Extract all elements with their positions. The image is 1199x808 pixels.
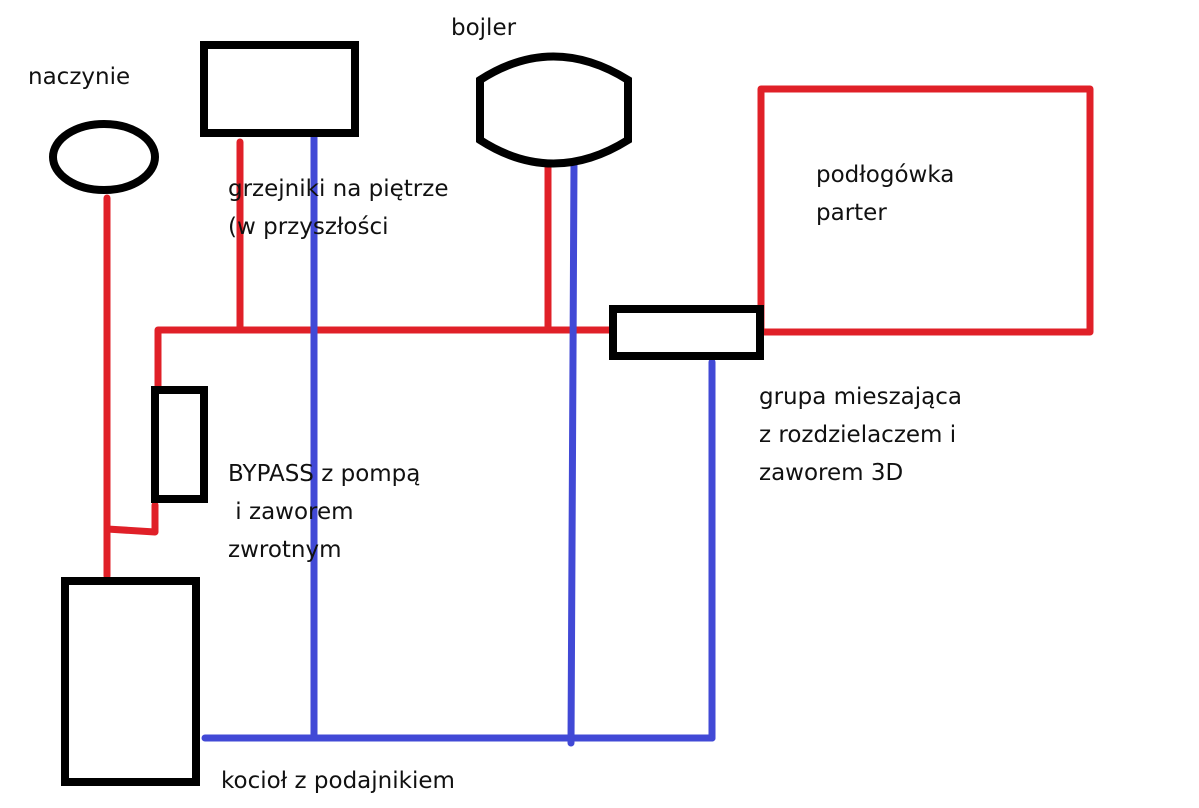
podlogowka-loop: [757, 85, 1094, 336]
supply-pipes: [103, 85, 1094, 580]
bypass-box: [151, 386, 208, 503]
bojler-tank: [476, 52, 632, 168]
label-podlogowka-line1: podłogówka: [816, 162, 955, 188]
label-kociol: kocioł z podajnikiem: [221, 768, 455, 794]
label-podlogowka-line2: parter: [816, 200, 887, 226]
label-bypass: BYPASS z pompą i zaworem zwrotnym: [228, 455, 420, 569]
supply-pipe-bypass-connector: [103, 501, 159, 536]
label-grupa-line3: zaworem 3D: [759, 460, 904, 486]
component-outlines: [49, 41, 764, 786]
label-grupa-mieszajaca: grupa mieszająca z rozdzielaczem i zawor…: [759, 378, 962, 492]
return-pipe-bojler: [567, 158, 578, 747]
label-grupa-line2: z rozdzielaczem i: [759, 422, 957, 448]
grupa-mieszajaca-box: [609, 305, 764, 360]
label-grzejniki-line1: grzejniki na piętrze: [228, 176, 449, 202]
label-naczynie: naczynie: [28, 64, 131, 90]
label-grzejniki-line2: (w przyszłości: [228, 214, 389, 240]
return-pipes: [201, 132, 716, 747]
label-grupa-line1: grupa mieszająca: [759, 384, 962, 410]
label-bypass-line2: i zaworem: [228, 499, 354, 525]
label-bypass-line1: BYPASS z pompą: [228, 461, 421, 487]
naczynie-vessel: [49, 120, 159, 194]
kociol-boiler-box: [61, 577, 200, 786]
label-bypass-line3: zwrotnym: [228, 537, 342, 563]
label-bojler: bojler: [451, 15, 517, 41]
grzejniki-radiator-box: [200, 41, 359, 137]
label-grzejniki: grzejniki na piętrze (w przyszłości: [228, 170, 448, 246]
supply-pipe-main-header: [154, 326, 617, 392]
label-podlogowka: podłogówka parter: [816, 156, 954, 232]
